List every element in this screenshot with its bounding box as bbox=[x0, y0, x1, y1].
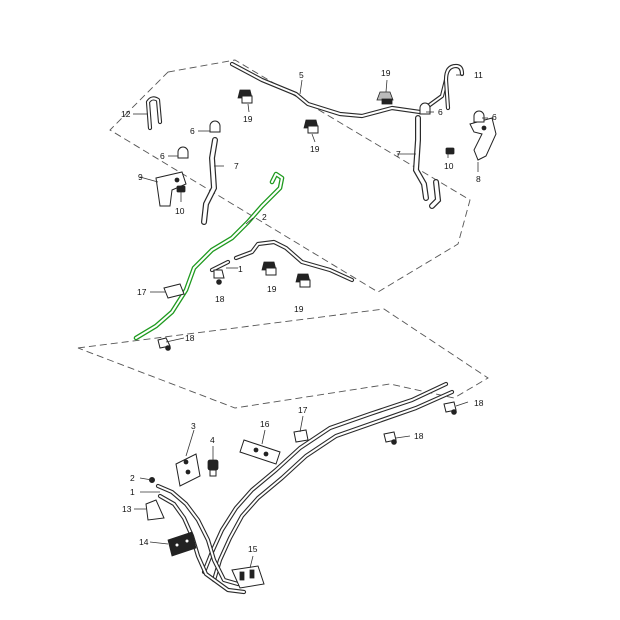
callout-9: 9 bbox=[138, 172, 143, 182]
part-1-lower-pipe-run bbox=[155, 381, 455, 595]
callout-6-a: 6 bbox=[190, 126, 195, 136]
part-17-18-clips-upper bbox=[157, 269, 225, 351]
callout-12: 12 bbox=[121, 109, 131, 119]
part-10-bolt-left bbox=[176, 185, 186, 202]
part-17-18-clips-lower bbox=[148, 401, 457, 483]
callout-2-lower: 2 bbox=[130, 473, 135, 483]
callout-19-a: 19 bbox=[381, 68, 391, 78]
callout-19-e: 19 bbox=[294, 304, 304, 314]
lower-assembly-frame bbox=[77, 308, 489, 409]
part-13-bracket bbox=[145, 499, 165, 521]
callout-1-b: 1 bbox=[130, 487, 135, 497]
callout-labels: 5 19 11 12 19 6 6 6 6 19 7 7 9 10 8 10 2… bbox=[121, 68, 497, 554]
callout-16: 16 bbox=[260, 419, 270, 429]
part-12-short-pipe bbox=[145, 96, 163, 131]
part-4-bolt bbox=[207, 459, 219, 477]
callout-18-c: 18 bbox=[474, 398, 484, 408]
callout-8: 8 bbox=[476, 174, 481, 184]
leader-lines bbox=[133, 74, 488, 569]
callout-14: 14 bbox=[139, 537, 149, 547]
callout-19-c: 19 bbox=[310, 144, 320, 154]
part-2-highlighted-pipe bbox=[133, 171, 285, 341]
callout-5: 5 bbox=[299, 70, 304, 80]
callout-11: 11 bbox=[474, 70, 483, 80]
part-14-clip-block bbox=[167, 531, 197, 557]
part-19-clips-upper bbox=[237, 89, 394, 288]
upper-assembly-frame bbox=[109, 59, 471, 293]
callout-10-a: 10 bbox=[444, 161, 454, 171]
part-1-upper-pipe bbox=[209, 239, 355, 283]
part-9-bracket bbox=[155, 171, 187, 207]
part-16-clip-block bbox=[239, 439, 281, 465]
part-3-distribution-block bbox=[175, 453, 201, 487]
callout-7-b: 7 bbox=[396, 149, 401, 159]
callout-19-d: 19 bbox=[267, 284, 277, 294]
callout-15: 15 bbox=[248, 544, 258, 554]
part-6-clips bbox=[177, 102, 485, 159]
callout-18-d: 18 bbox=[414, 431, 424, 441]
callout-2: 2 bbox=[262, 212, 267, 222]
callout-19-b: 19 bbox=[243, 114, 253, 124]
callout-10-b: 10 bbox=[175, 206, 185, 216]
callout-1-a: 1 bbox=[238, 264, 243, 274]
callout-13: 13 bbox=[122, 504, 132, 514]
part-7-left-flex-hose bbox=[201, 137, 218, 225]
callout-7-a: 7 bbox=[234, 161, 239, 171]
callout-17-b: 17 bbox=[298, 405, 308, 415]
part-5-rear-cross-pipe bbox=[229, 61, 449, 119]
part-8-bracket bbox=[469, 117, 497, 161]
callout-18-a: 18 bbox=[215, 294, 225, 304]
part-11-hook-pipe bbox=[443, 63, 465, 111]
callout-3: 3 bbox=[191, 421, 196, 431]
part-15-clip-block bbox=[231, 565, 265, 589]
callout-18-b: 18 bbox=[185, 333, 195, 343]
part-10-bolt-right bbox=[445, 147, 455, 155]
part-7-right-flex-hose bbox=[412, 115, 442, 209]
callout-6-d: 6 bbox=[492, 112, 497, 122]
callout-6-b: 6 bbox=[160, 151, 165, 161]
callout-17-a: 17 bbox=[137, 287, 147, 297]
callout-6-c: 6 bbox=[438, 107, 443, 117]
callout-4: 4 bbox=[210, 435, 215, 445]
